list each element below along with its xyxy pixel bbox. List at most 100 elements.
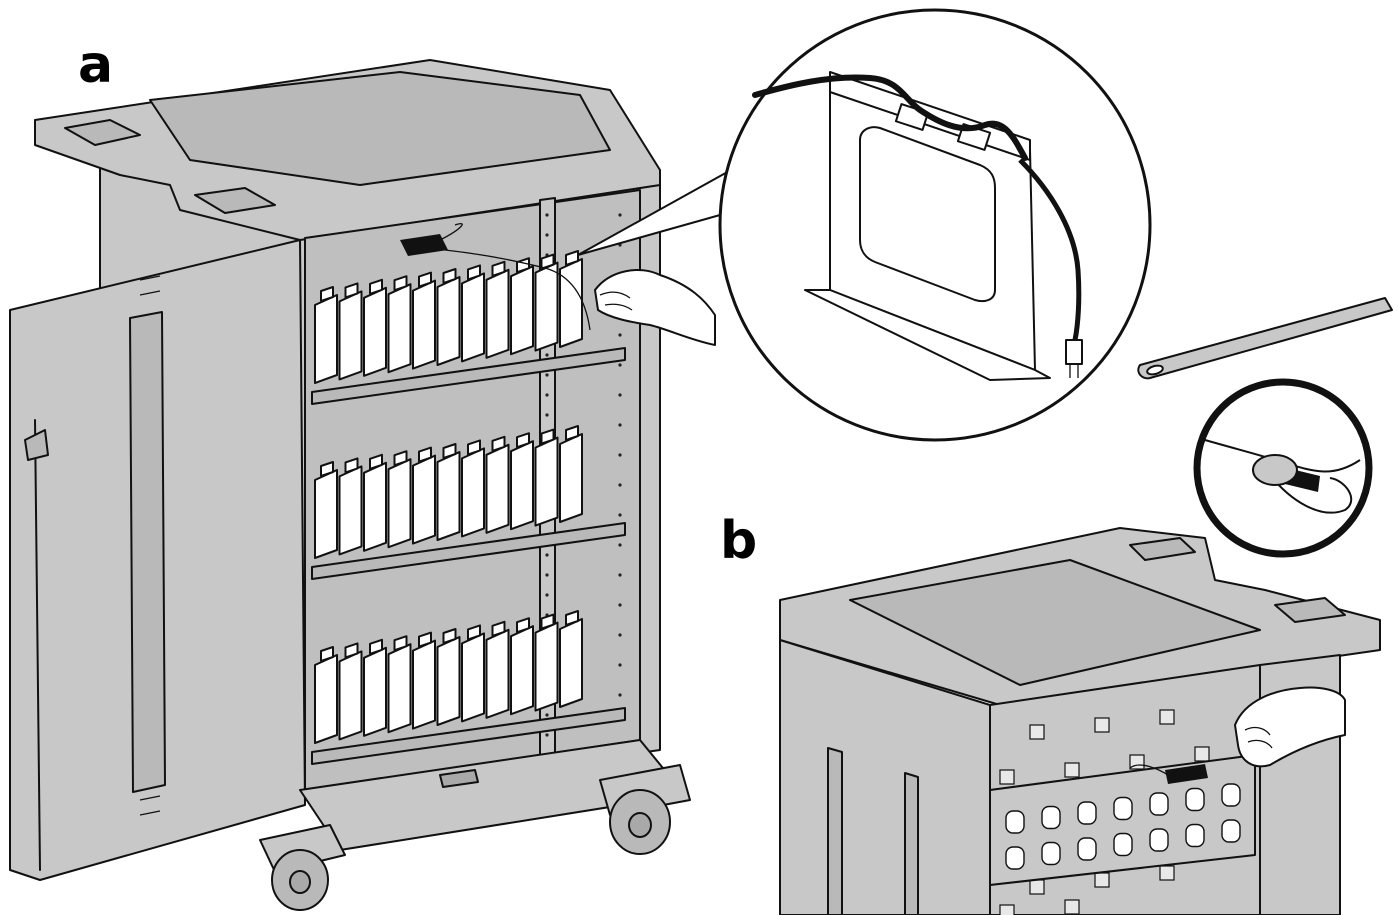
outlet (1094, 717, 1110, 733)
tray-hole (1041, 805, 1061, 830)
device-slot (363, 461, 387, 552)
tray-hole (1149, 792, 1169, 816)
power-brick (400, 234, 448, 256)
cart-a (9, 59, 716, 911)
cart-a-door-latch (24, 429, 49, 461)
tray-hole (1041, 841, 1061, 866)
cart-a-door-lockbar (34, 419, 41, 871)
outlet (1159, 709, 1175, 725)
cart-a-handle-front (194, 187, 276, 214)
shelf (311, 707, 626, 765)
tray-hole (1005, 810, 1025, 834)
device-tab (418, 631, 432, 648)
outlet (999, 769, 1015, 785)
tray-hole (1113, 832, 1133, 857)
tray-hole (1221, 783, 1241, 807)
device-slot (387, 643, 412, 734)
device-slot (510, 440, 534, 531)
step-label-b: b (720, 511, 757, 571)
hand-a-fingers (599, 291, 633, 311)
cart-b-power-brick (1165, 764, 1208, 784)
cart-b-top-inset (849, 559, 1261, 686)
power-cable-top (439, 223, 463, 241)
device-slot (461, 272, 485, 363)
device-slot (559, 618, 583, 708)
device-tab (393, 635, 408, 652)
detail-cable-prongs (1069, 364, 1079, 378)
device-tab (516, 617, 530, 634)
outlet (1029, 724, 1045, 740)
tray-hole (1005, 846, 1025, 870)
tray-hole (1077, 837, 1097, 861)
cart-b-tray-holes (1005, 783, 1241, 870)
device-tab (442, 443, 457, 459)
device-slot (534, 436, 559, 527)
cart-a-top-inset (149, 71, 611, 186)
cart-a-base-slot (439, 769, 479, 788)
outlet (1064, 762, 1080, 778)
device-tab (491, 620, 506, 637)
device-slot (363, 646, 387, 737)
device-slot (338, 465, 363, 556)
outlet (1029, 879, 1045, 895)
cart-b-cable (1129, 764, 1169, 776)
cart-b-handle-back (1129, 537, 1196, 561)
cart-b (779, 527, 1381, 915)
strap-detail-loop (1269, 474, 1353, 514)
device-slot (559, 433, 583, 523)
tray-hole (1149, 828, 1169, 852)
device-slot (387, 283, 412, 374)
device-tab (565, 425, 579, 441)
device-slot (461, 447, 485, 538)
device-slot (412, 639, 436, 730)
cart-b-side-slot-1 (827, 747, 843, 915)
outlet (1159, 865, 1175, 881)
cart-b-handle-right (1274, 597, 1346, 623)
outlet (1094, 872, 1110, 888)
device-slot (485, 268, 510, 359)
device-slot (510, 625, 534, 716)
device-slot (436, 276, 461, 366)
device-tab (442, 268, 457, 284)
device-tab (344, 282, 359, 299)
divider-plate-foot (804, 289, 1051, 381)
device-slot (485, 443, 510, 534)
tray-hole (1221, 819, 1241, 843)
device-tab (320, 461, 334, 477)
device-tab (565, 250, 579, 266)
device-slot (338, 650, 363, 741)
device-tab (491, 260, 506, 277)
device-slot (485, 628, 510, 719)
strap-detail-tie (1252, 454, 1298, 486)
outlet (1194, 746, 1210, 762)
device-tab (442, 628, 457, 644)
device-tab (369, 278, 383, 295)
device-tab (369, 638, 383, 655)
tray-hole (1077, 801, 1097, 825)
hand-b (1234, 686, 1346, 768)
cart-a-wheels (259, 764, 691, 911)
device-slot (387, 458, 412, 549)
device-slot (461, 632, 485, 723)
device-slot (559, 258, 583, 348)
detail-cable-drop (1018, 158, 1082, 341)
device-tab (540, 253, 555, 270)
device-tab (418, 446, 432, 463)
velcro-strap (1137, 297, 1393, 380)
shelf (311, 522, 626, 580)
cart-a-door-window (129, 311, 166, 793)
device-tab (393, 275, 408, 292)
device-slot (314, 469, 338, 559)
device-tab (369, 453, 383, 470)
cart-a-door-vents (139, 275, 161, 816)
step-label-a: a (78, 35, 113, 95)
detail-cable (752, 74, 1028, 161)
detail-callout (718, 8, 1152, 442)
device-tab (320, 286, 334, 302)
hand-a (594, 269, 716, 346)
outlet (1064, 899, 1080, 915)
cart-a-shelves (311, 250, 626, 765)
device-tab (344, 642, 359, 659)
device-slot (338, 290, 363, 381)
device-slot (534, 621, 559, 712)
